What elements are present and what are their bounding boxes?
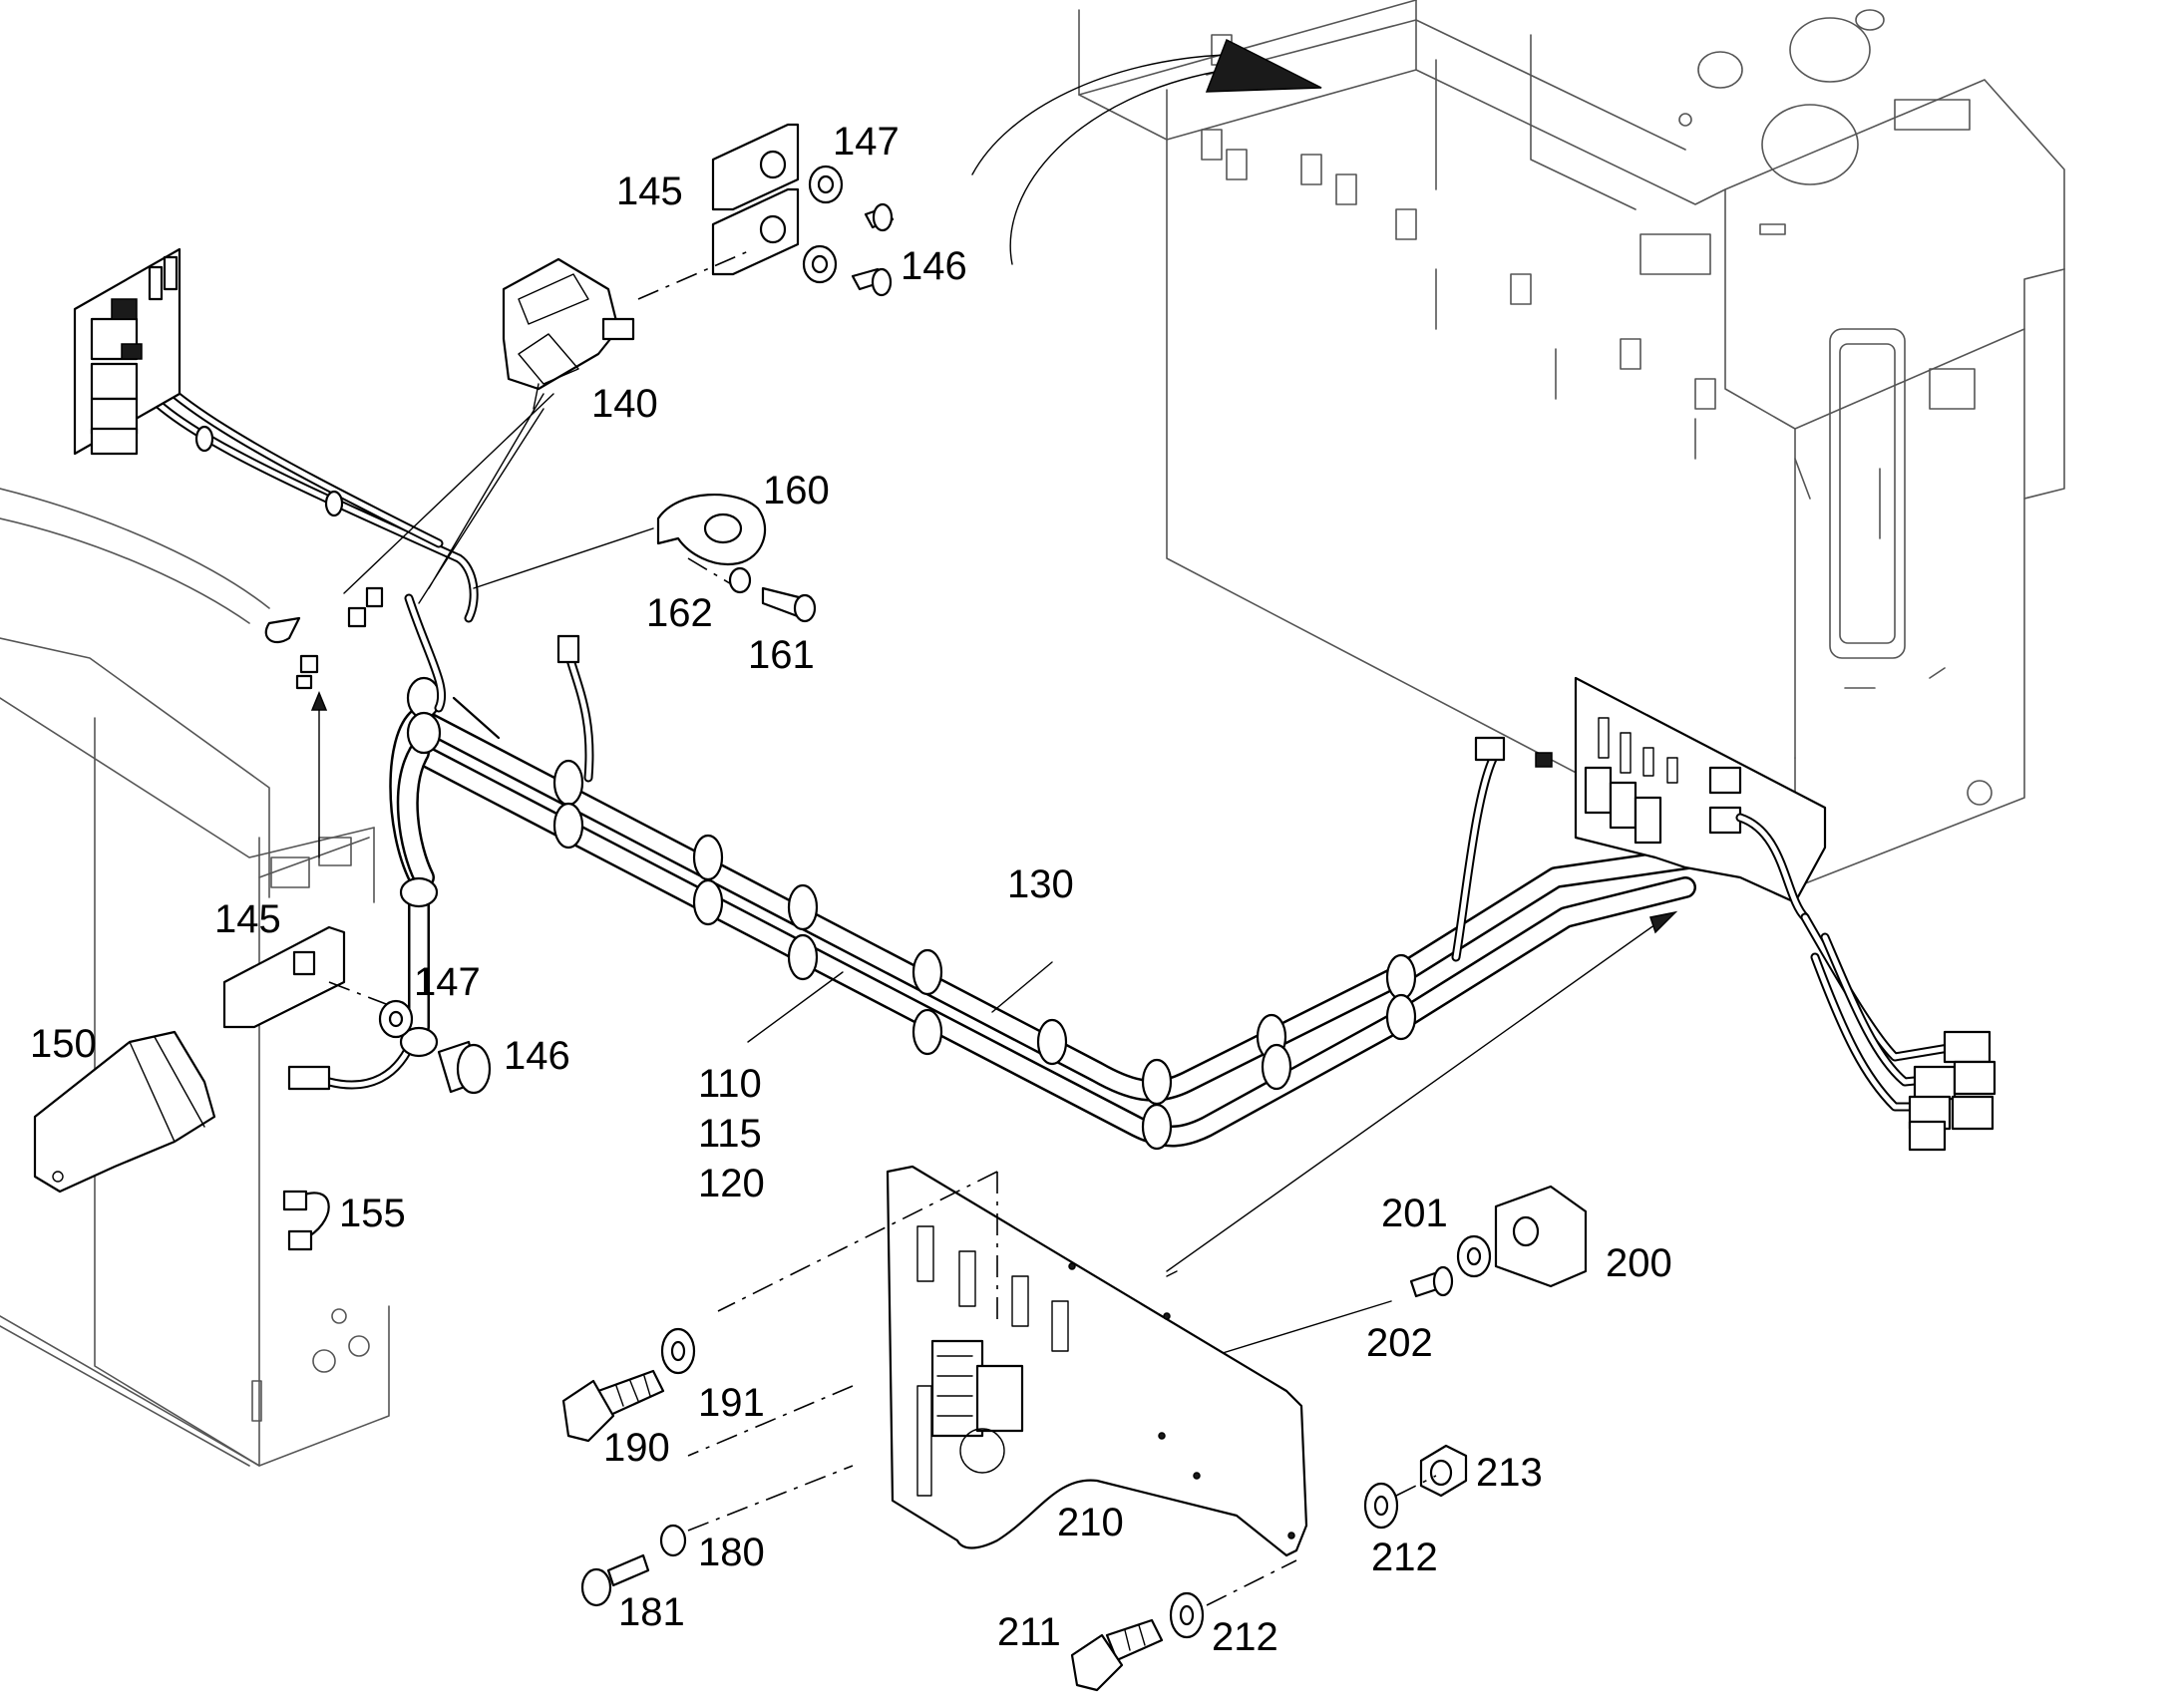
part-145-lower <box>222 925 395 1029</box>
label-110: 110 <box>698 1062 762 1106</box>
label-212-front: 212 <box>1212 1615 1278 1659</box>
label-115: 115 <box>698 1112 762 1156</box>
part-213 <box>1395 1444 1468 1498</box>
label-120: 120 <box>698 1162 765 1205</box>
part-211 <box>1070 1618 1164 1692</box>
part-162 <box>728 566 752 594</box>
part-155 <box>282 1190 330 1251</box>
clips <box>264 586 384 858</box>
part-146-lower <box>437 1040 492 1095</box>
right-panel <box>1451 676 1997 1152</box>
main-cable-harness <box>125 339 1706 1151</box>
label-212-back: 212 <box>1371 1536 1438 1579</box>
label-146-top: 146 <box>901 244 967 288</box>
part-147-lower <box>378 999 414 1039</box>
part-201 <box>1456 1234 1492 1278</box>
leader-lines <box>747 961 1178 1277</box>
label-190: 190 <box>603 1426 670 1470</box>
part-160 <box>473 494 767 589</box>
label-210: 210 <box>1057 1501 1124 1544</box>
label-162: 162 <box>646 591 713 635</box>
part-180 <box>659 1465 854 1557</box>
label-213: 213 <box>1476 1451 1543 1495</box>
label-161: 161 <box>748 633 815 677</box>
label-130: 130 <box>1007 862 1074 906</box>
part-147-top <box>802 165 844 284</box>
part-145-top <box>637 123 800 300</box>
part-146-top <box>851 202 895 297</box>
part-161 <box>761 586 817 623</box>
cable-ties <box>399 676 1417 1151</box>
label-140: 140 <box>591 382 658 426</box>
label-147-lower: 147 <box>414 960 481 1004</box>
label-160: 160 <box>763 469 830 512</box>
label-211: 211 <box>997 1610 1061 1654</box>
label-146-lower: 146 <box>504 1034 570 1078</box>
label-200: 200 <box>1606 1241 1672 1285</box>
label-145-top: 145 <box>616 170 683 213</box>
small-connector <box>287 1065 331 1091</box>
label-145-lower: 145 <box>214 897 281 941</box>
part-140 <box>343 257 635 604</box>
label-147-top: 147 <box>833 120 900 164</box>
label-191: 191 <box>698 1381 765 1425</box>
label-181: 181 <box>618 1590 685 1634</box>
label-202: 202 <box>1366 1321 1433 1365</box>
part-181 <box>580 1553 650 1607</box>
part-labels: 145 147 146 140 160 162 161 130 145 147 … <box>30 120 1672 1659</box>
part-200 <box>1494 1185 1588 1288</box>
label-201: 201 <box>1381 1192 1448 1235</box>
label-180: 180 <box>698 1531 765 1574</box>
part-212-back <box>1363 1482 1399 1530</box>
part-191 <box>660 1327 696 1375</box>
part-210-plate <box>687 910 1678 1557</box>
part-212-front <box>1169 1559 1297 1639</box>
label-155: 155 <box>339 1192 406 1235</box>
part-150 <box>33 1030 216 1194</box>
part-190 <box>561 1369 665 1443</box>
label-150: 150 <box>30 1022 97 1066</box>
left-machine <box>0 488 390 1467</box>
machine-cabinet <box>1078 0 2065 888</box>
upper-left-panel <box>73 247 182 456</box>
insert-arrow <box>971 38 1322 265</box>
